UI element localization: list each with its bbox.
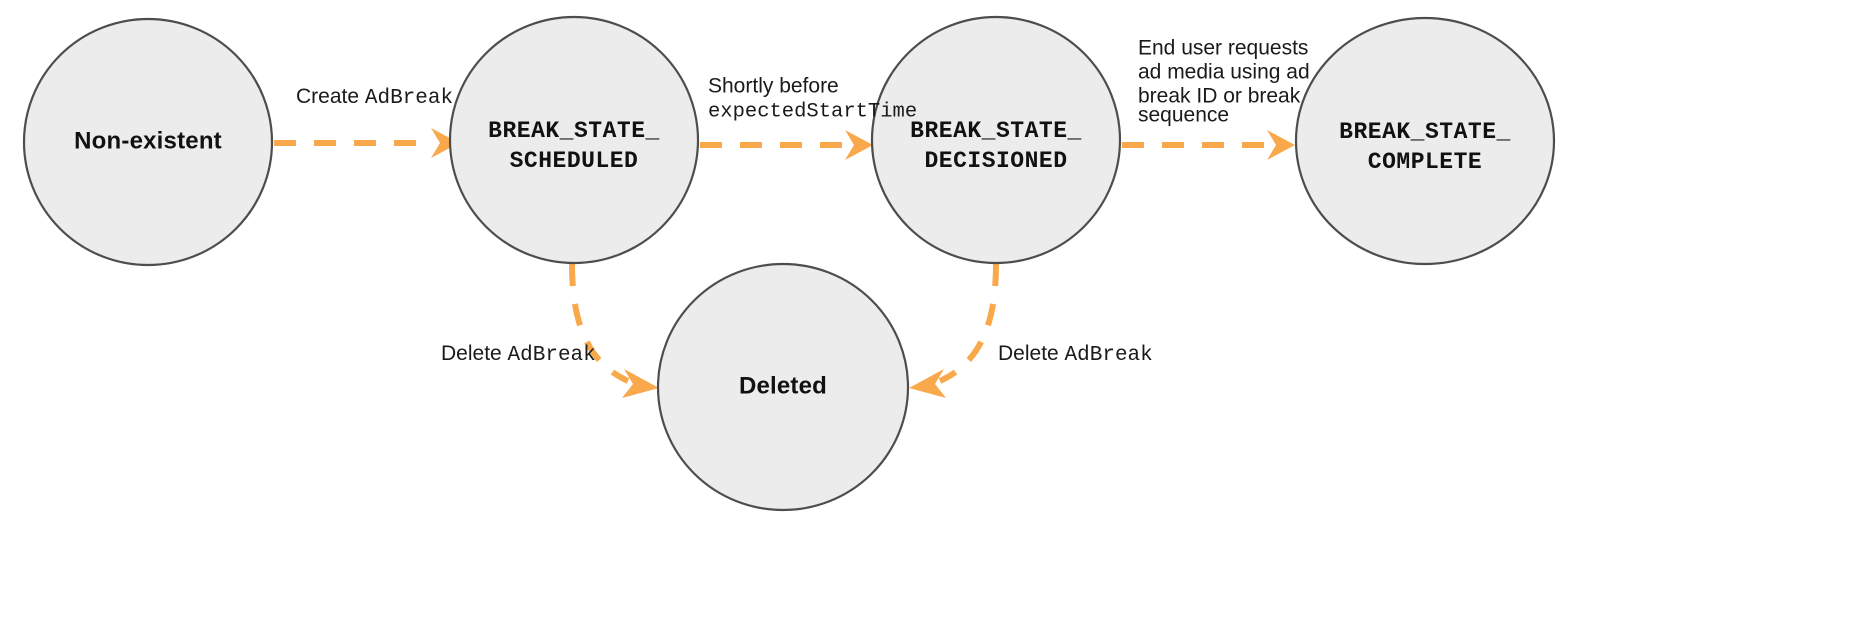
edge-label-end-user-requests-line1: End user requests <box>1138 37 1308 60</box>
node-break-state-scheduled-label-line1: BREAK_STATE_ <box>488 118 660 144</box>
edge-label-shortly-before-expected-start-time: Shortly before expectedStartTime <box>708 75 917 124</box>
edge-label-delete-adbreak-from-scheduled: Delete AdBreak <box>441 342 596 367</box>
node-break-state-scheduled-label-line2: SCHEDULED <box>510 148 639 174</box>
node-break-state-decisioned-label-line2: DECISIONED <box>924 148 1067 174</box>
node-break-state-decisioned-label-line1: BREAK_STATE_ <box>910 118 1082 144</box>
edge-create-adbreak-arrowhead <box>431 128 459 158</box>
edge-label-delete-from-scheduled-part-sans: Delete <box>441 342 508 365</box>
node-deleted-shape <box>656 262 910 512</box>
node-non-existent-label: Non-existent <box>74 127 222 154</box>
edge-label-delete-adbreak-from-decisioned: Delete AdBreak <box>998 342 1153 367</box>
node-deleted[interactable]: Deleted <box>656 262 910 512</box>
edge-label-create-adbreak-text: Create AdBreak <box>296 85 453 110</box>
node-non-existent-shape <box>22 17 274 267</box>
edge-shortly-before-expected-start-time[interactable] <box>700 130 873 160</box>
edge-label-delete-from-decisioned-text: Delete AdBreak <box>998 342 1153 367</box>
edge-end-user-requests-arrowhead <box>1267 130 1295 160</box>
node-non-existent[interactable]: Non-existent <box>22 17 274 267</box>
edge-label-end-user-requests-line2: ad media using ad <box>1138 61 1310 84</box>
node-deleted-label: Deleted <box>739 372 827 399</box>
edge-delete-from-decisioned-line <box>938 263 999 384</box>
edge-delete-from-scheduled-line <box>569 263 630 384</box>
edge-label-create-adbreak: Create AdBreak <box>296 85 453 110</box>
edge-label-end-user-requests-line4: sequence <box>1138 104 1229 127</box>
node-break-state-decisioned-shape <box>870 15 1122 265</box>
edge-delete-from-scheduled-arrowhead <box>622 369 659 398</box>
edge-end-user-requests-ad-media[interactable] <box>1122 130 1295 160</box>
node-break-state-complete-label-line1: BREAK_STATE_ <box>1339 119 1511 145</box>
edge-shortly-before-arrowhead <box>845 130 873 160</box>
edge-delete-adbreak-from-scheduled[interactable] <box>569 263 659 398</box>
node-break-state-scheduled-shape <box>448 15 700 265</box>
edge-label-end-user-requests-line3: break ID or break <box>1138 85 1301 108</box>
node-break-state-complete-label-line2: COMPLETE <box>1368 149 1482 175</box>
edge-create-adbreak[interactable] <box>274 128 459 158</box>
node-break-state-scheduled[interactable]: BREAK_STATE_ SCHEDULED <box>448 15 700 265</box>
edge-delete-from-decisioned-arrowhead <box>909 369 946 398</box>
node-break-state-complete[interactable]: BREAK_STATE_ COMPLETE <box>1294 16 1556 266</box>
edge-label-end-user-requests-ad-media: End user requests ad media using ad brea… <box>1138 37 1310 127</box>
edge-delete-adbreak-from-decisioned[interactable] <box>909 263 999 398</box>
edge-label-create-adbreak-part-sans: Create <box>296 85 365 108</box>
node-break-state-complete-shape <box>1294 16 1556 266</box>
edge-label-shortly-before-line1: Shortly before <box>708 75 839 98</box>
edge-label-delete-from-decisioned-part-mono: AdBreak <box>1065 344 1153 367</box>
edge-label-delete-from-decisioned-part-sans: Delete <box>998 342 1065 365</box>
edge-label-delete-from-scheduled-text: Delete AdBreak <box>441 342 596 367</box>
edge-label-shortly-before-line2: expectedStartTime <box>708 100 917 123</box>
edge-label-delete-from-scheduled-part-mono: AdBreak <box>508 344 596 367</box>
edge-label-create-adbreak-part-mono: AdBreak <box>365 87 453 110</box>
node-break-state-decisioned[interactable]: BREAK_STATE_ DECISIONED <box>870 15 1122 265</box>
